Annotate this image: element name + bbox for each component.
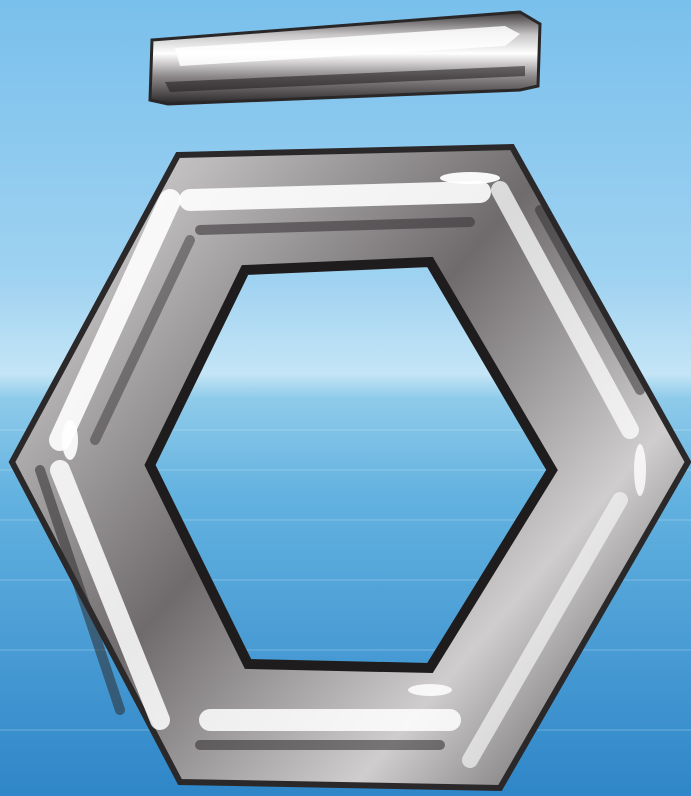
artwork-canvas	[0, 0, 691, 796]
chrome-scene	[0, 0, 691, 796]
hexagon-ring-icon	[0, 0, 691, 796]
